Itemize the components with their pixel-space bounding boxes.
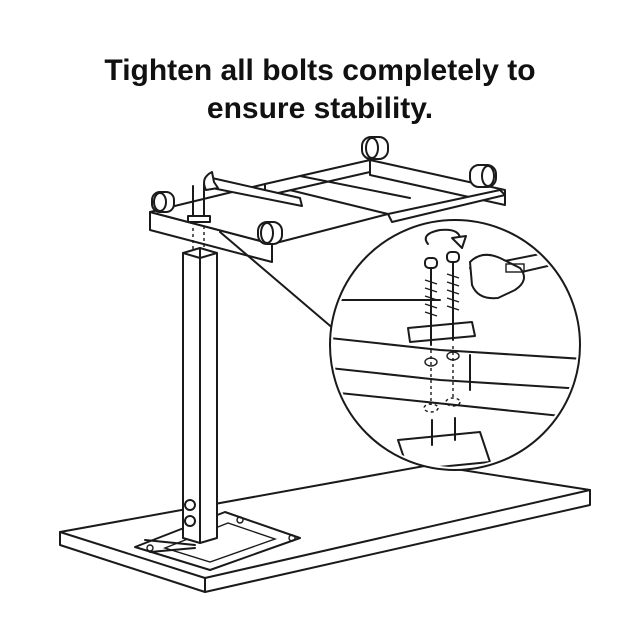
caster-left (151, 191, 175, 213)
desk-top (59, 464, 591, 593)
detail-bolt-right (446, 251, 460, 341)
instruction-line-2: ensure stability. (206, 92, 434, 125)
rotation-arrow-icon (424, 228, 467, 249)
frame-bolts (187, 183, 211, 250)
instruction-text: Tighten all bolts completely to ensure s… (0, 52, 640, 128)
detail-magnifier (329, 219, 581, 471)
callout-line (219, 231, 336, 331)
small-wrench (203, 171, 303, 207)
detail-bolt-left (424, 257, 438, 346)
caster-back (361, 136, 389, 160)
caster-front (257, 221, 283, 245)
mounting-plate (134, 511, 301, 571)
caster-right (469, 164, 497, 188)
upper-frame (149, 159, 506, 263)
vertical-column (182, 247, 218, 544)
instruction-line-1: Tighten all bolts completely to (104, 54, 536, 87)
caster-wheels (151, 136, 497, 245)
